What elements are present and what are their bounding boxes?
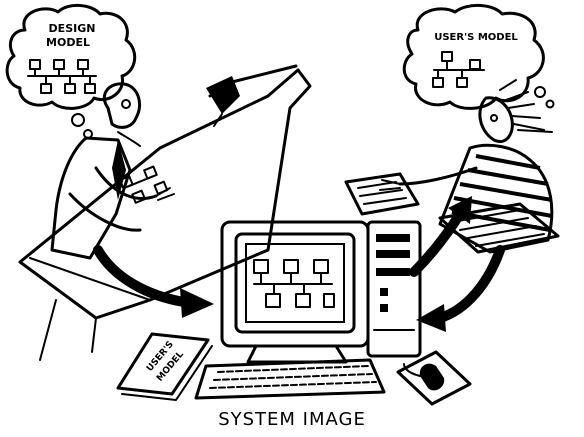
arrow-system-to-user <box>409 196 472 277</box>
users-model-bubble: USER'S MODEL <box>402 4 555 110</box>
computer-tower <box>366 220 422 358</box>
arrow-designer-to-system <box>93 245 214 318</box>
design-bubble-line1: DESIGN <box>49 22 96 35</box>
tree-diagram-icon <box>27 59 97 94</box>
design-bubble-line2: MODEL <box>46 36 90 49</box>
arrow-user-to-system <box>416 245 505 332</box>
tree-diagram-icon <box>432 51 485 88</box>
user-bubble-label: USER'S MODEL <box>434 32 518 43</box>
key-rows <box>209 365 377 389</box>
design-model-bubble: DESIGN MODEL <box>5 4 137 139</box>
system-image-caption: SYSTEM IMAGE <box>218 409 366 430</box>
designer-figure <box>50 82 175 260</box>
user-figure <box>379 79 554 254</box>
system-keyboard <box>194 358 386 400</box>
tree-diagram-icon <box>253 259 335 308</box>
desk-lamp <box>206 64 298 127</box>
drafting-table <box>18 68 312 361</box>
user-desk-keyboard <box>344 172 560 254</box>
computer-monitor <box>220 220 370 364</box>
mouse-pad <box>396 350 472 406</box>
